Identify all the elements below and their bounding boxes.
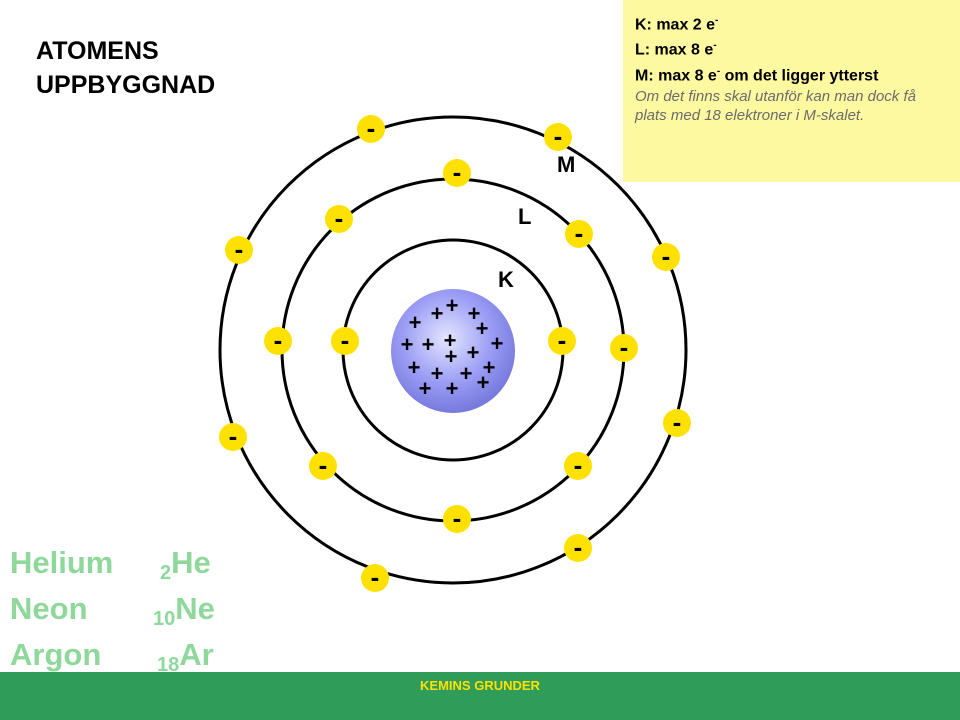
svg-text:-: -: [229, 421, 238, 451]
element-symbol: 2He: [160, 545, 211, 584]
svg-text:-: -: [335, 203, 344, 233]
element-name: Helium: [10, 545, 114, 580]
svg-text:-: -: [554, 121, 563, 151]
shell-capacity-info: K: max 2 e- L: max 8 e- M: max 8 e- om d…: [623, 0, 960, 182]
element-row-neon: Neon 10Ne: [10, 586, 270, 632]
electron: -: [610, 332, 638, 362]
info-m-row: M: max 8 e- om det ligger ytterst: [635, 65, 879, 84]
electron: -: [361, 562, 389, 592]
electron: -: [309, 450, 337, 480]
svg-text:-: -: [575, 218, 584, 248]
proton: +: [444, 328, 457, 353]
electron: -: [325, 203, 353, 233]
svg-text:-: -: [319, 450, 328, 480]
info-k-row: K: max 2 e-: [635, 15, 719, 34]
electron: -: [564, 450, 592, 480]
shell-m-ring: [218, 115, 688, 585]
electron: -: [544, 121, 572, 151]
shell-l-label: L: [518, 204, 531, 229]
svg-text:-: -: [371, 562, 380, 592]
proton: +: [477, 370, 490, 395]
info-l-row: L: max 8 e-: [635, 40, 717, 59]
element-row-argon: Argon 18Ar: [10, 632, 270, 678]
svg-text:-: -: [341, 325, 350, 355]
proton: +: [445, 344, 458, 369]
svg-text:-: -: [453, 157, 462, 187]
electron: -: [443, 157, 471, 187]
proton: +: [431, 301, 444, 326]
element-row-helium: Helium 2He: [10, 540, 270, 586]
proton: +: [476, 316, 489, 341]
proton-group: ++++++++++++++++++: [401, 293, 504, 401]
svg-text:-: -: [558, 325, 567, 355]
element-name: Neon: [10, 591, 88, 626]
proton: +: [468, 301, 481, 326]
svg-text:-: -: [574, 450, 583, 480]
proton: +: [460, 361, 473, 386]
svg-text:-: -: [235, 234, 244, 264]
svg-text:-: -: [574, 532, 583, 562]
electron: -: [565, 218, 593, 248]
electron: -: [663, 407, 691, 437]
svg-text:-: -: [453, 503, 462, 533]
electron: -: [443, 503, 471, 533]
proton: +: [422, 332, 435, 357]
electron: -: [357, 113, 385, 143]
info-note: Om det finns skal utanför kan man dock f…: [635, 87, 916, 124]
proton: +: [483, 355, 496, 380]
proton: +: [401, 332, 414, 357]
electron-group: - - - - - - - - - - - - - - - - - -: [219, 113, 691, 592]
footer-label: KEMINS GRUNDER: [420, 678, 540, 693]
shell-m-label: M: [557, 152, 575, 177]
proton: +: [419, 376, 432, 401]
electron: -: [264, 325, 292, 355]
atom-diagram: ++++++++++++++++++ ------------------ K …: [218, 113, 691, 592]
title-line-1: ATOMENS: [36, 37, 159, 65]
svg-text:-: -: [673, 407, 682, 437]
proton: +: [409, 310, 422, 335]
page-title: ATOMENS UPPBYGGNAD: [36, 34, 215, 102]
electron: -: [652, 241, 680, 271]
svg-text:-: -: [620, 332, 629, 362]
svg-text:-: -: [367, 113, 376, 143]
proton: +: [467, 340, 480, 365]
electron: -: [225, 234, 253, 264]
electron: -: [219, 421, 247, 451]
element-symbol: 10Ne: [153, 591, 215, 630]
electron: -: [331, 325, 359, 355]
proton: +: [446, 376, 459, 401]
electron: -: [548, 325, 576, 355]
element-symbol: 18Ar: [157, 637, 214, 676]
proton: +: [431, 361, 444, 386]
nucleus: [391, 289, 515, 413]
shell-k-label: K: [498, 267, 514, 292]
svg-text:-: -: [662, 241, 671, 271]
svg-text:-: -: [274, 325, 283, 355]
proton: +: [491, 331, 504, 356]
title-line-2: UPPBYGGNAD: [36, 71, 216, 99]
electron: -: [564, 532, 592, 562]
proton: +: [408, 355, 421, 380]
proton: +: [446, 293, 459, 318]
element-list: Helium 2He Neon 10Ne Argon 18Ar: [10, 540, 270, 678]
element-name: Argon: [10, 637, 102, 672]
footer-bar: KEMINS GRUNDER: [0, 672, 960, 720]
